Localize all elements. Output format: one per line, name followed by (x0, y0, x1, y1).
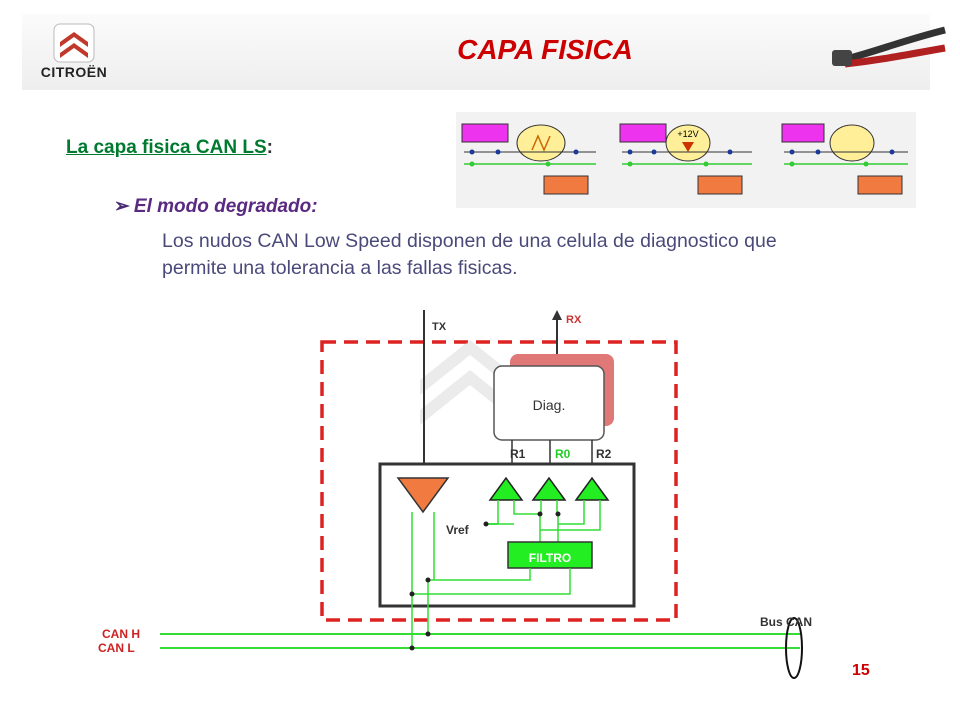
comparator-1-icon (488, 476, 524, 501)
can-l-label: CAN L (98, 641, 135, 655)
filter-block (507, 541, 593, 569)
arrow-bullet-icon: ➢ (114, 196, 130, 217)
comparator-3-icon (574, 476, 610, 501)
description-text: Los nudos CAN Low Speed disponen de una … (162, 230, 777, 279)
filter-wiring (411, 512, 571, 650)
node-boundary (320, 340, 678, 622)
vref-label: Vref (446, 523, 470, 537)
diag-block (493, 365, 605, 441)
can-l-node (409, 645, 415, 651)
rx-arrow-icon (552, 310, 562, 320)
citroen-logo: CITROËN (26, 20, 122, 86)
section-title-colon: : (266, 137, 273, 158)
bullet-label: El modo degradado: (133, 196, 318, 217)
section-title-text: La capa fisica CAN LS (66, 137, 267, 158)
tx-driver-icon (396, 477, 450, 514)
page-title: CAPA FISICA (457, 34, 633, 65)
logo-text: CITROËN (40, 64, 108, 80)
page-number: 15 (852, 662, 870, 679)
section-title: La capa fisica CAN LS: (66, 137, 273, 159)
fault-thumbnails: +12V (456, 112, 916, 208)
vref-node (483, 521, 489, 527)
r1-label: R1 (510, 447, 526, 461)
header-banner (22, 14, 930, 90)
bullet-item: ➢El modo degradado: (114, 195, 318, 218)
diag-label: Diag. (533, 397, 566, 413)
thumbnail-1 (461, 123, 596, 195)
bus-can-label: Bus CAN (760, 615, 812, 629)
comparator-2-icon (531, 476, 567, 501)
thumbnail-3 (781, 123, 908, 195)
r0-label: R0 (555, 447, 571, 461)
thumbnail-2: +12V (619, 123, 752, 195)
voltage-label: +12V (677, 129, 698, 139)
can-h-node (425, 631, 431, 637)
double-chevron-icon (53, 23, 95, 63)
can-h-label: CAN H (102, 627, 140, 641)
bus-cable-ellipse (785, 617, 803, 679)
filter-label: FILTRO (529, 551, 571, 565)
r2-label: R2 (596, 447, 612, 461)
rx-label: RX (566, 314, 582, 326)
tx-label: TX (432, 321, 447, 333)
